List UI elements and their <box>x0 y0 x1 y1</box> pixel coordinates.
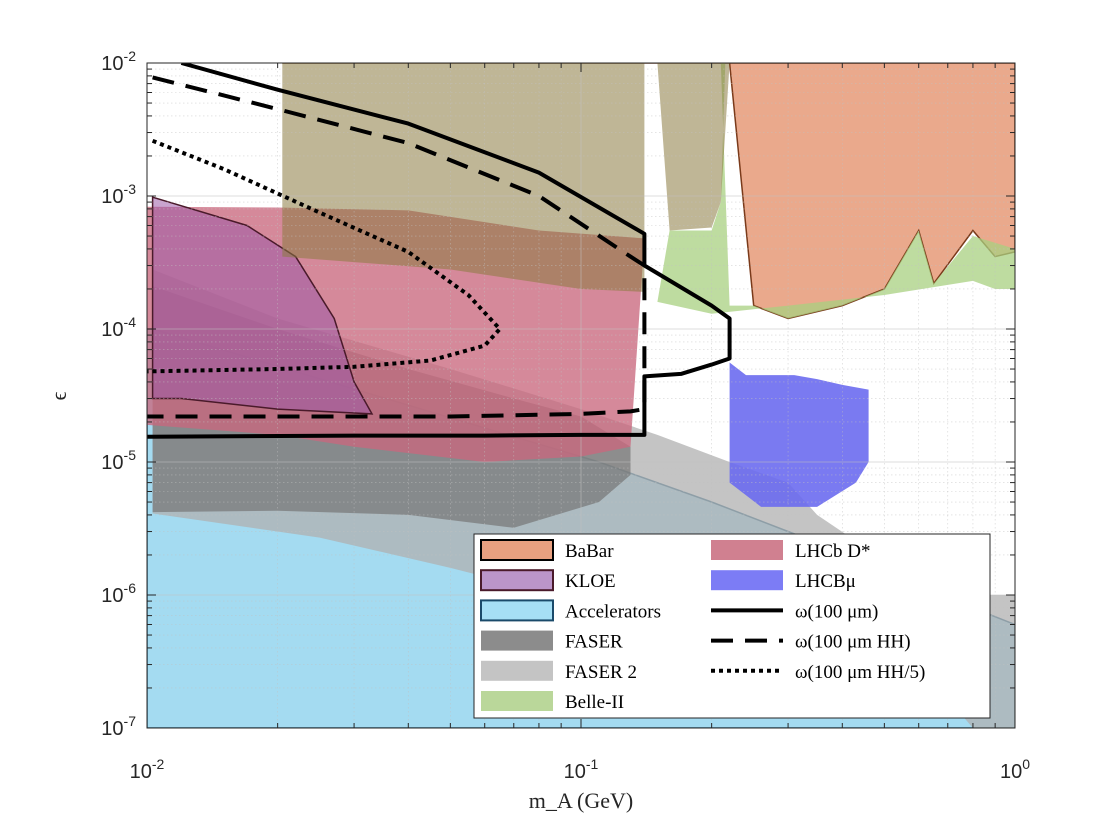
legend-label: ω(100 μm) <box>795 601 878 622</box>
y-tick-label: 10-7 <box>101 713 136 740</box>
legend-swatch <box>480 599 554 622</box>
legend-swatch <box>481 630 553 651</box>
legend-label: FASER 2 <box>565 662 637 683</box>
legend-entry-accelerators: Accelerators <box>480 599 661 622</box>
sensitivity-contours <box>147 63 732 439</box>
y-axis-label: ϵ <box>46 391 71 400</box>
axis-ticks <box>146 62 1016 729</box>
legend-label: BaBar <box>565 541 614 562</box>
x-axis-label: m_A (GeV) <box>529 788 633 813</box>
legend-entry-lhcb: LHCBμ <box>711 570 856 592</box>
legend-box <box>473 533 991 719</box>
legend-swatch <box>480 569 554 592</box>
legend-swatch <box>480 539 554 561</box>
legend-swatch <box>481 691 553 711</box>
legend-label: ω(100 μm HH) <box>795 632 911 653</box>
legend-swatch <box>711 570 783 591</box>
x-tick-label: 100 <box>1000 756 1030 783</box>
y-tick-label: 10-6 <box>101 580 136 607</box>
contour-100-m-hh <box>147 75 647 419</box>
legend-label: Accelerators <box>565 601 661 622</box>
legend-label: FASER <box>565 632 623 653</box>
legend-entry-kloe: KLOE <box>480 569 616 592</box>
legend-entry-babar: BaBar <box>480 539 614 562</box>
legend-swatch <box>711 540 783 560</box>
legend-entry-faser: FASER <box>481 630 623 653</box>
legend-label: Belle-II <box>565 692 624 713</box>
y-tick-label: 10-2 <box>101 48 136 75</box>
region-lhcb <box>729 362 869 507</box>
legend-entry-lhcb-d: LHCb D* <box>711 540 870 562</box>
y-tick-label: 10-3 <box>101 181 136 208</box>
x-tick-label: 10-1 <box>564 756 599 783</box>
region-babar-overlay <box>152 63 730 292</box>
legend-entry-100-m: ω(100 μm) <box>711 601 878 622</box>
legend-entry-100-m-hh: ω(100 μm HH) <box>711 632 911 653</box>
y-tick-label: 10-4 <box>101 314 136 341</box>
legend-label: KLOE <box>565 571 616 592</box>
contour-100-m-hh-5 <box>147 138 502 374</box>
legend-entry-belle-ii: Belle-II <box>481 691 624 713</box>
legend-entry-100-m-hh-5: ω(100 μm HH/5) <box>711 662 925 683</box>
legend-label: LHCb D* <box>795 541 870 562</box>
contour-100-m <box>147 63 732 439</box>
tick-labels: 10-2 10-1 100 10-2 10-3 10-4 10-5 10-6 10-7 <box>101 48 1030 783</box>
legend-label: ω(100 μm HH/5) <box>795 662 925 683</box>
x-tick-label: 10-2 <box>130 756 165 783</box>
legend-entry-faser-2: FASER 2 <box>481 660 637 683</box>
y-tick-label: 10-5 <box>101 447 136 474</box>
legend-swatch <box>481 660 553 681</box>
legend-label: LHCBμ <box>795 571 856 592</box>
